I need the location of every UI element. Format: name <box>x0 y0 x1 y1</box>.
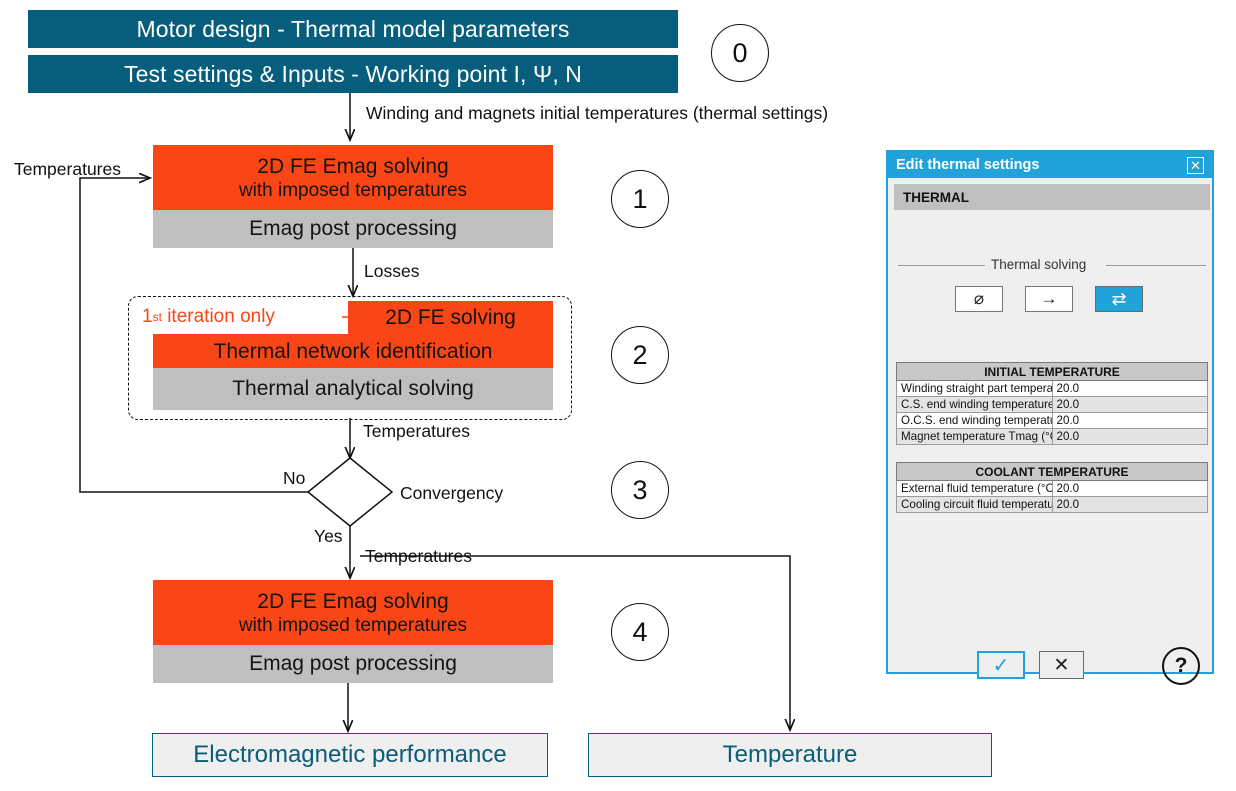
step1-post-processing-label: Emag post processing <box>249 217 457 240</box>
row-value[interactable]: 20.0 <box>1051 396 1208 413</box>
step-number-2: 2 <box>611 326 669 384</box>
step2-network-identification-box: Thermal network identification <box>153 334 553 368</box>
step2-fe-solving-label: 2D FE solving <box>385 306 516 329</box>
step1-title-line1: 2D FE Emag solving <box>257 154 449 178</box>
no-solving-icon: ⌀ <box>973 289 985 308</box>
step1-emag-solving-box: 2D FE Emag solving with imposed temperat… <box>153 145 553 210</box>
dialog-titlebar: Edit thermal settings ✕ <box>888 152 1212 178</box>
cancel-button[interactable]: ✕ <box>1039 651 1084 679</box>
close-icon-glyph: ✕ <box>1190 157 1201 173</box>
label-losses: Losses <box>364 261 420 281</box>
step2-analytical-solving-box: Thermal analytical solving <box>153 368 553 410</box>
header-test-settings: Test settings & Inputs - Working point I… <box>28 55 678 93</box>
row-label: Winding straight part temperature (°C) <box>896 380 1053 397</box>
label-yes: Yes <box>314 526 343 546</box>
table-row[interactable]: O.C.S. end winding temperature (°C) 20.0 <box>896 412 1208 429</box>
table-row[interactable]: Magnet temperature Tmag (°C) 20.0 <box>896 428 1208 445</box>
no-thermal-solving-button[interactable]: ⌀ <box>955 286 1003 312</box>
step-number-4: 4 <box>611 603 669 661</box>
step4-post-processing-box: Emag post processing <box>153 645 553 683</box>
coolant-temperature-title: COOLANT TEMPERATURE <box>896 462 1208 481</box>
step4-post-processing-label: Emag post processing <box>249 652 457 675</box>
row-label: Magnet temperature Tmag (°C) <box>896 428 1053 445</box>
table-row[interactable]: Winding straight part temperature (°C) 2… <box>896 380 1208 397</box>
fieldset-line-left <box>898 265 985 266</box>
row-value[interactable]: 20.0 <box>1051 412 1208 429</box>
edit-thermal-settings-dialog: Edit thermal settings ✕ THERMAL Thermal … <box>886 150 1214 685</box>
header-test-settings-label: Test settings & Inputs - Working point I… <box>123 60 583 87</box>
one-way-thermal-solving-button[interactable]: → <box>1025 286 1073 312</box>
step4-title-line1: 2D FE Emag solving <box>257 589 449 613</box>
output-temperature: Temperature <box>588 733 992 777</box>
row-value[interactable]: 20.0 <box>1051 480 1208 497</box>
step-number-1-label: 1 <box>632 183 648 214</box>
dialog-title-label: Edit thermal settings <box>896 157 1040 173</box>
step-number-2-label: 2 <box>632 339 648 370</box>
header-motor-design: Motor design - Thermal model parameters <box>28 10 678 48</box>
step2-note-prefix: 1 <box>142 306 153 327</box>
bidirectional-arrows-icon: ⇄ <box>1111 288 1127 309</box>
step-number-0-label: 0 <box>732 37 748 68</box>
output-electromagnetic-performance: Electromagnetic performance <box>152 733 548 777</box>
label-no: No <box>283 468 306 488</box>
table-row[interactable]: External fluid temperature (°C) 20.0 <box>896 480 1208 497</box>
initial-temperature-table: INITIAL TEMPERATURE Winding straight par… <box>896 362 1208 445</box>
initial-temperature-title: INITIAL TEMPERATURE <box>896 362 1208 381</box>
fieldset-thermal-solving-label: Thermal solving <box>986 257 1092 272</box>
label-temperatures-feedback: Temperatures <box>14 159 121 179</box>
step2-network-identification-label: Thermal network identification <box>213 339 493 363</box>
step2-note-text: iteration only <box>167 306 275 327</box>
output-electromagnetic-performance-label: Electromagnetic performance <box>193 741 507 768</box>
step4-title-line2: with imposed temperatures <box>238 614 468 636</box>
header-motor-design-label: Motor design - Thermal model parameters <box>136 15 570 42</box>
step2-analytical-solving-label: Thermal analytical solving <box>232 377 474 400</box>
row-value[interactable]: 20.0 <box>1051 380 1208 397</box>
label-temperatures-to-diamond: Temperatures <box>363 421 470 441</box>
help-button[interactable]: ? <box>1162 647 1200 685</box>
row-value[interactable]: 20.0 <box>1051 496 1208 513</box>
row-label: O.C.S. end winding temperature (°C) <box>896 412 1053 429</box>
tab-thermal-label: THERMAL <box>903 189 969 205</box>
table-row[interactable]: Cooling circuit fluid temperature (°C) 2… <box>896 496 1208 513</box>
ok-button[interactable]: ✓ <box>977 651 1025 679</box>
step-number-1: 1 <box>611 170 669 228</box>
step2-note-sup: st <box>152 310 162 324</box>
iterative-thermal-solving-button[interactable]: ⇄ <box>1095 286 1143 312</box>
step1-post-processing-box: Emag post processing <box>153 210 553 248</box>
close-icon[interactable]: ✕ <box>1187 156 1204 174</box>
row-label: External fluid temperature (°C) <box>896 480 1053 497</box>
step-number-0: 0 <box>711 24 769 82</box>
label-initial-temperatures: Winding and magnets initial temperatures… <box>366 103 829 123</box>
tab-thermal[interactable]: THERMAL <box>894 184 1210 210</box>
check-icon: ✓ <box>992 654 1010 677</box>
question-mark-icon: ? <box>1174 654 1188 677</box>
step-number-3: 3 <box>611 461 669 519</box>
step4-emag-solving-box: 2D FE Emag solving with imposed temperat… <box>153 580 553 645</box>
step2-group <box>128 296 572 420</box>
step1-title-line2: with imposed temperatures <box>238 179 468 201</box>
coolant-temperature-table: COOLANT TEMPERATURE External fluid tempe… <box>896 462 1208 513</box>
label-convergency: Convergency <box>400 483 504 503</box>
step-number-4-label: 4 <box>632 616 648 647</box>
step-number-3-label: 3 <box>632 474 648 505</box>
output-temperature-label: Temperature <box>722 741 858 768</box>
row-value[interactable]: 20.0 <box>1051 428 1208 445</box>
cross-icon: ✕ <box>1053 654 1070 676</box>
arrow-right-icon: → <box>1040 289 1058 308</box>
fieldset-line-right <box>1106 265 1206 266</box>
table-row[interactable]: C.S. end winding temperature (°C) 20.0 <box>896 396 1208 413</box>
label-temperatures-to-output: Temperatures <box>365 546 472 566</box>
step2-fe-solving-box: 2D FE solving <box>348 301 553 334</box>
row-label: C.S. end winding temperature (°C) <box>896 396 1053 413</box>
row-label: Cooling circuit fluid temperature (°C) <box>896 496 1053 513</box>
